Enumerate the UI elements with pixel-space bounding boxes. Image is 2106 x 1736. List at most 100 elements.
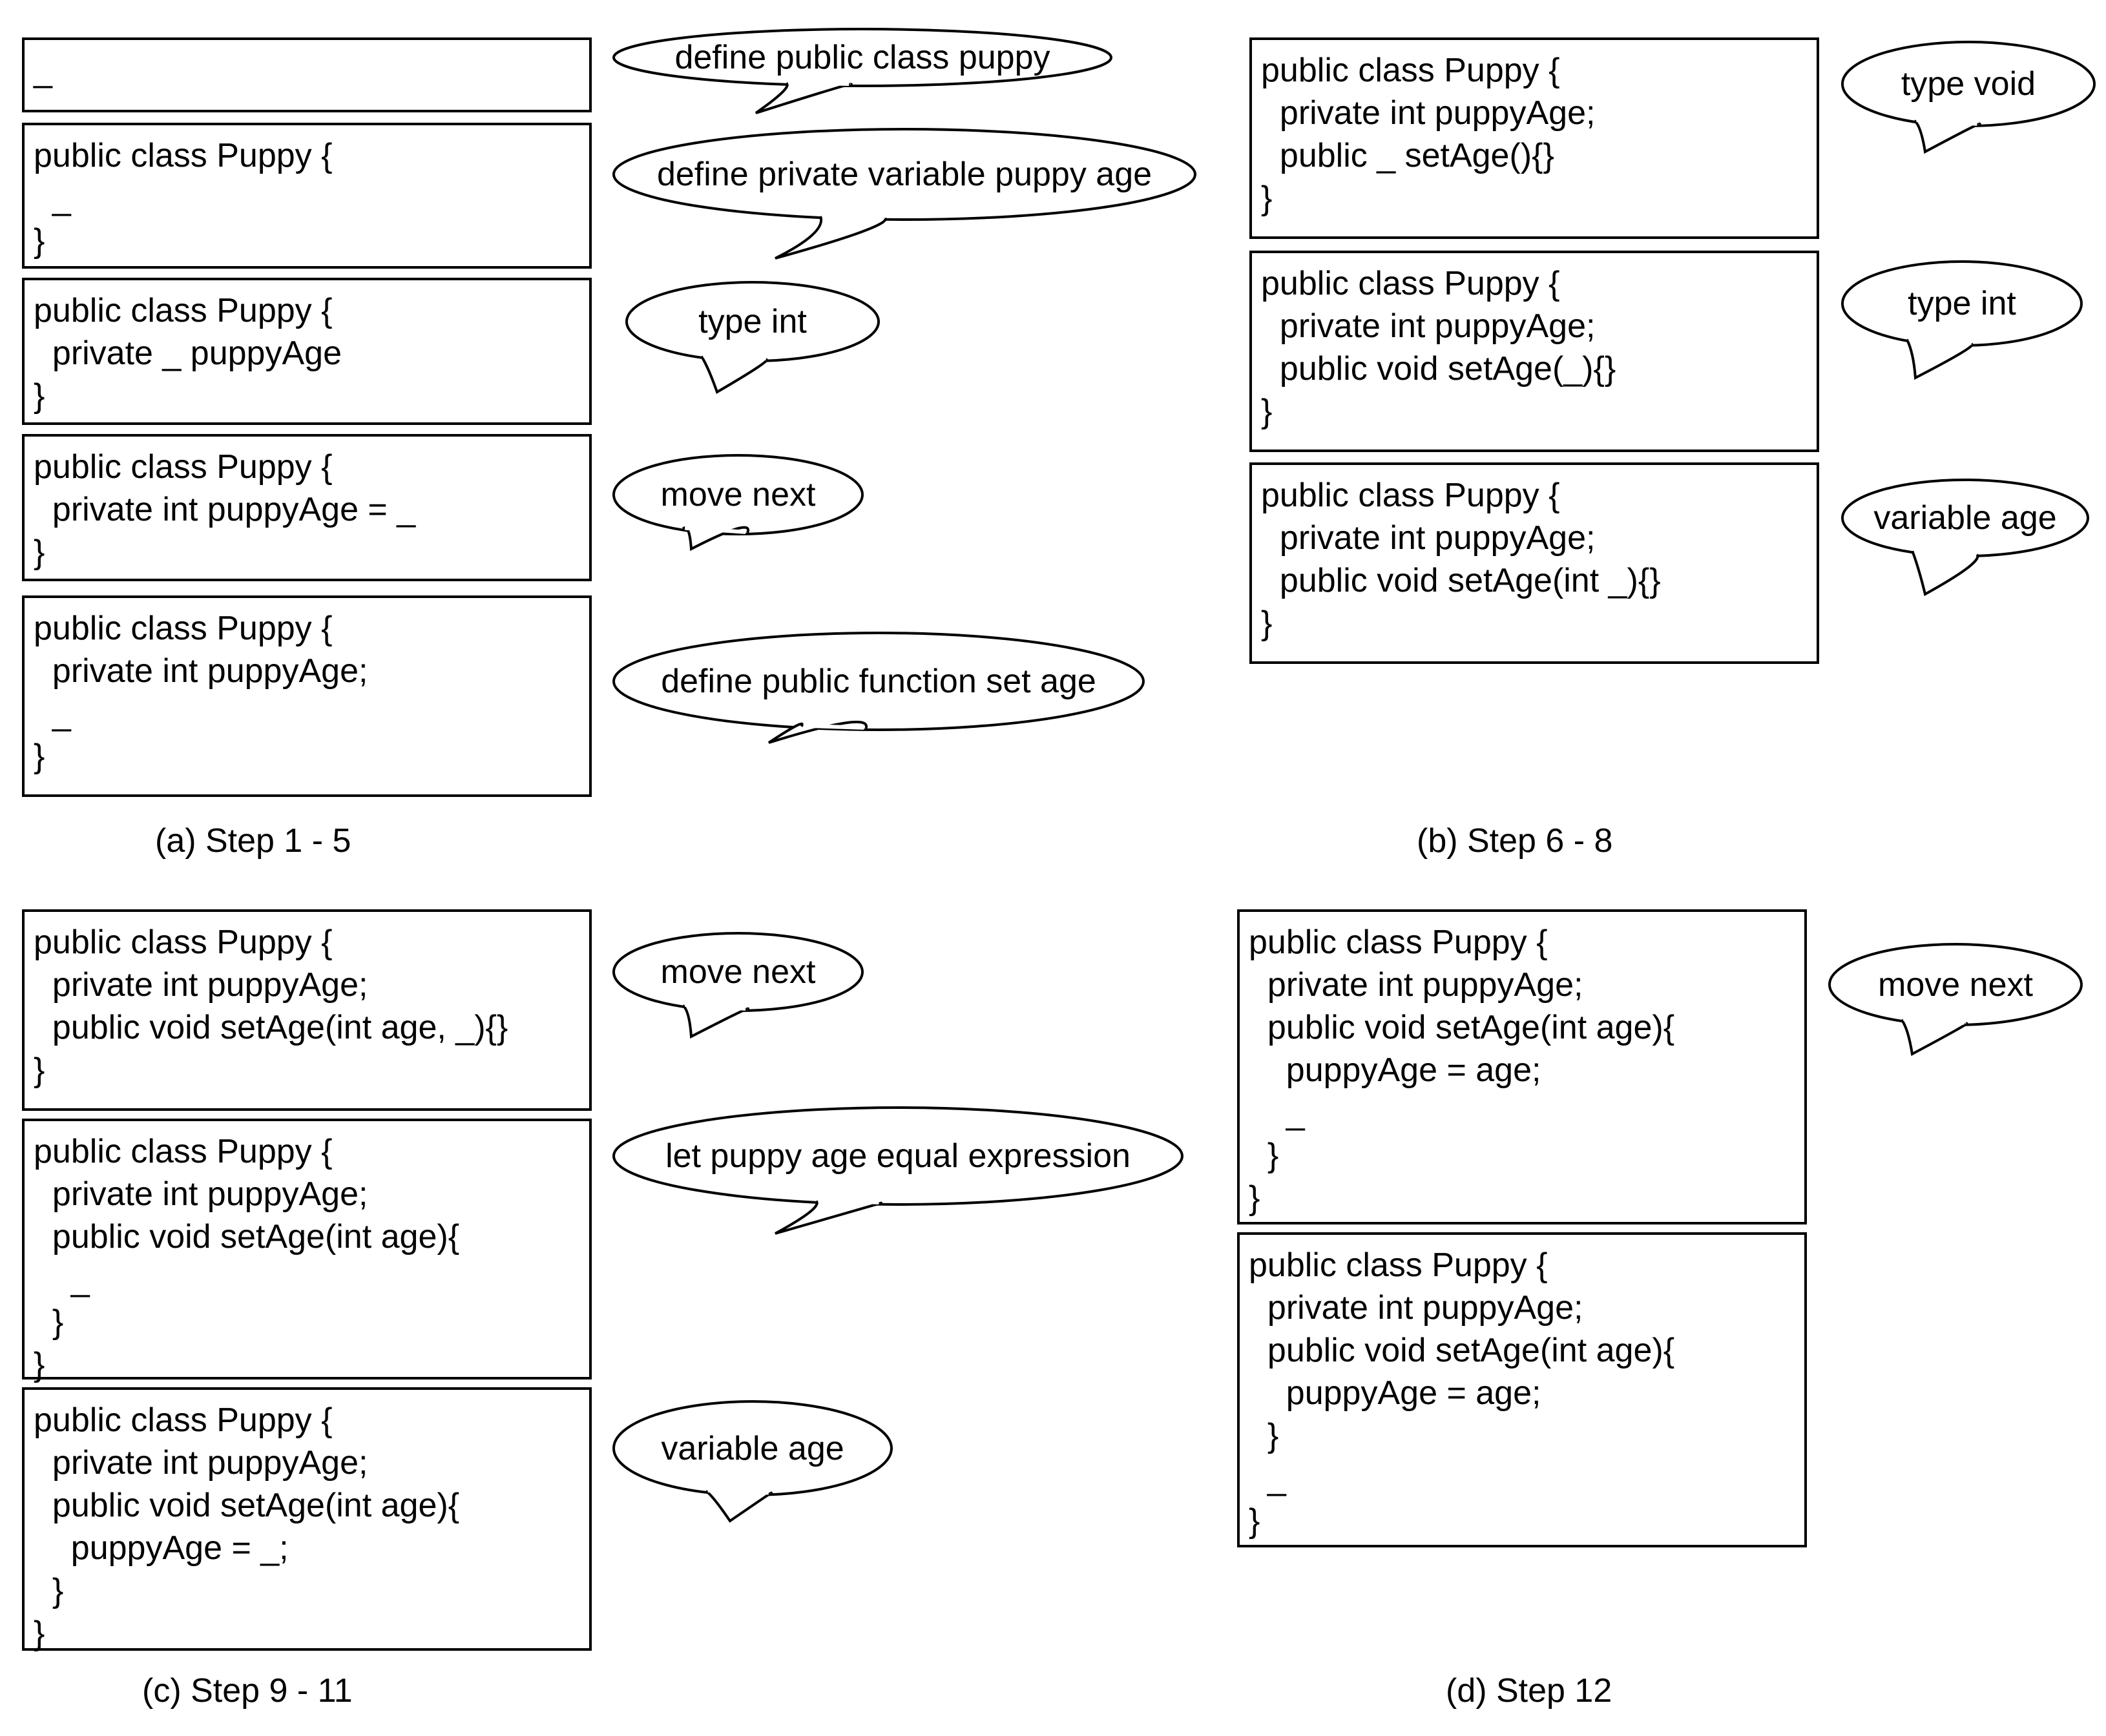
code-line: public class Puppy { xyxy=(1261,52,1560,89)
speech-bubble xyxy=(612,932,864,1039)
speech-text: variable age xyxy=(1873,499,2057,537)
code-line: } xyxy=(1249,1502,1260,1540)
bubble-outline xyxy=(612,128,1196,221)
code-line: private int puppyAge; xyxy=(1249,966,1583,1004)
bubble-tail-join xyxy=(822,214,884,220)
code-line: } xyxy=(1249,1137,1279,1174)
code-box-step: public class Puppy { private int puppyAg… xyxy=(22,1387,592,1652)
speech-bubble xyxy=(612,1106,1183,1235)
code-line: public void setAge(int age){ xyxy=(1249,1009,1675,1046)
code-line: public void setAge(int age, _){} xyxy=(34,1009,508,1046)
speech-text: define public function set age xyxy=(661,663,1096,700)
code-line: } xyxy=(1261,604,1273,642)
code-line: private int puppyAge; xyxy=(34,1444,368,1482)
code-box-step: public class Puppy { _} xyxy=(22,123,592,269)
code-line: } xyxy=(1261,180,1273,217)
speech-bubble xyxy=(612,454,864,552)
code-box-step: public class Puppy { private int puppyAg… xyxy=(22,434,592,581)
code-snippet: public class Puppy { private int puppyAg… xyxy=(1249,921,1674,1219)
code-box-step: public class Puppy { private int puppyAg… xyxy=(1249,462,1819,664)
speech-bubble xyxy=(612,28,1112,114)
speech-bubble xyxy=(612,632,1145,744)
code-line: _ xyxy=(1249,1094,1305,1132)
code-line: _ xyxy=(34,1261,90,1298)
code-line: private int puppyAge; xyxy=(34,652,368,690)
code-line: _ xyxy=(34,695,71,732)
bubble-outline xyxy=(612,28,1112,87)
code-snippet: _ xyxy=(34,49,52,92)
bubble-tail-join xyxy=(707,1488,769,1495)
code-line: puppyAge = age; xyxy=(1249,1051,1541,1089)
speech-text: move next xyxy=(660,953,816,991)
code-line: public class Puppy { xyxy=(34,1401,333,1439)
speech-text: variable age xyxy=(661,1429,844,1467)
speech-text: type int xyxy=(1908,285,2016,322)
code-snippet: public class Puppy { private int puppyAg… xyxy=(34,921,508,1091)
code-line: public class Puppy { xyxy=(34,292,333,329)
code-line: _ xyxy=(1249,1460,1286,1497)
code-line: } xyxy=(34,377,45,415)
code-line: public void setAge(int age){ xyxy=(34,1218,460,1256)
code-snippet: public class Puppy { private _ puppyAge} xyxy=(34,289,342,417)
code-line: private _ puppyAge xyxy=(34,335,342,372)
bubble-tail-join xyxy=(684,1002,746,1011)
code-snippet: public class Puppy { private int puppyAg… xyxy=(1261,474,1661,645)
code-line: private int puppyAge; xyxy=(1261,94,1596,132)
code-box-step: public class Puppy { private int puppyAg… xyxy=(22,909,592,1111)
speech-text: type int xyxy=(698,303,807,340)
code-line: } xyxy=(34,1051,45,1089)
code-line: } xyxy=(1249,1417,1279,1454)
panel-caption: (d) Step 12 xyxy=(1446,1672,1612,1710)
speech-bubble xyxy=(625,281,880,394)
code-line: public void setAge(int age){ xyxy=(34,1487,460,1524)
speech-text: type void xyxy=(1901,65,2036,103)
bubble-tail xyxy=(775,216,887,260)
code-line: public class Puppy { xyxy=(1249,924,1548,961)
code-line: puppyAge = age; xyxy=(1249,1374,1541,1412)
panel-caption: (a) Step 1 - 5 xyxy=(155,822,351,860)
panel-caption: (b) Step 6 - 8 xyxy=(1417,822,1613,860)
code-line: } xyxy=(34,1615,45,1652)
code-snippet: public class Puppy { private int puppyAg… xyxy=(34,446,415,574)
code-line: public class Puppy { xyxy=(34,448,333,486)
panel-caption: (c) Step 9 - 11 xyxy=(142,1672,353,1710)
code-box-step: public class Puppy { private int puppyAg… xyxy=(22,595,592,797)
code-line: public void setAge(int _){} xyxy=(1261,562,1661,599)
speech-bubble xyxy=(612,1400,893,1523)
speech-text: let puppy age equal expression xyxy=(665,1137,1131,1175)
speech-bubble xyxy=(1841,41,2096,154)
code-line: _ xyxy=(34,52,52,89)
code-box-step: public class Puppy { private int puppyAg… xyxy=(1237,1232,1807,1547)
code-line: puppyAge = _; xyxy=(34,1529,289,1567)
bubble-tail-join xyxy=(803,723,864,730)
speech-bubble xyxy=(1841,260,2083,380)
code-line: public class Puppy { xyxy=(1249,1246,1548,1284)
code-line: private int puppyAge = _ xyxy=(34,491,416,528)
code-line: public void setAge(_){} xyxy=(1261,350,1616,388)
code-line: public class Puppy { xyxy=(34,137,333,174)
speech-text: define public class puppy xyxy=(674,39,1050,76)
speech-bubble xyxy=(612,128,1196,260)
code-line: public class Puppy { xyxy=(34,924,333,961)
code-box-step: public class Puppy { private int puppyAg… xyxy=(1249,251,1819,452)
speech-bubble xyxy=(1828,943,2083,1057)
bubble-tail xyxy=(700,355,768,394)
bubble-tail xyxy=(1900,1018,1968,1057)
bubble-outline xyxy=(612,632,1145,731)
code-snippet: public class Puppy { private int puppyAg… xyxy=(1261,262,1616,433)
code-line: } xyxy=(34,533,45,571)
bubble-tail-join xyxy=(818,1198,879,1204)
code-line: private int puppyAge; xyxy=(34,966,368,1004)
code-line: public class Puppy { xyxy=(34,610,333,647)
speech-text: define private variable puppy age xyxy=(656,156,1152,193)
bubble-tail-join xyxy=(684,526,746,534)
code-box-step: public class Puppy { private int puppyAg… xyxy=(1237,909,1807,1224)
code-snippet: public class Puppy { private int puppyAg… xyxy=(34,1130,459,1386)
code-line: } xyxy=(34,222,45,260)
bubble-tail xyxy=(705,1490,773,1523)
bubble-tail-join xyxy=(1914,548,1976,556)
code-line: public _ setAge(){} xyxy=(1261,137,1554,174)
bubble-outline xyxy=(612,454,864,535)
code-line: public void setAge(int age){ xyxy=(1249,1332,1675,1369)
code-box-step: public class Puppy { private int puppyAg… xyxy=(22,1119,592,1383)
